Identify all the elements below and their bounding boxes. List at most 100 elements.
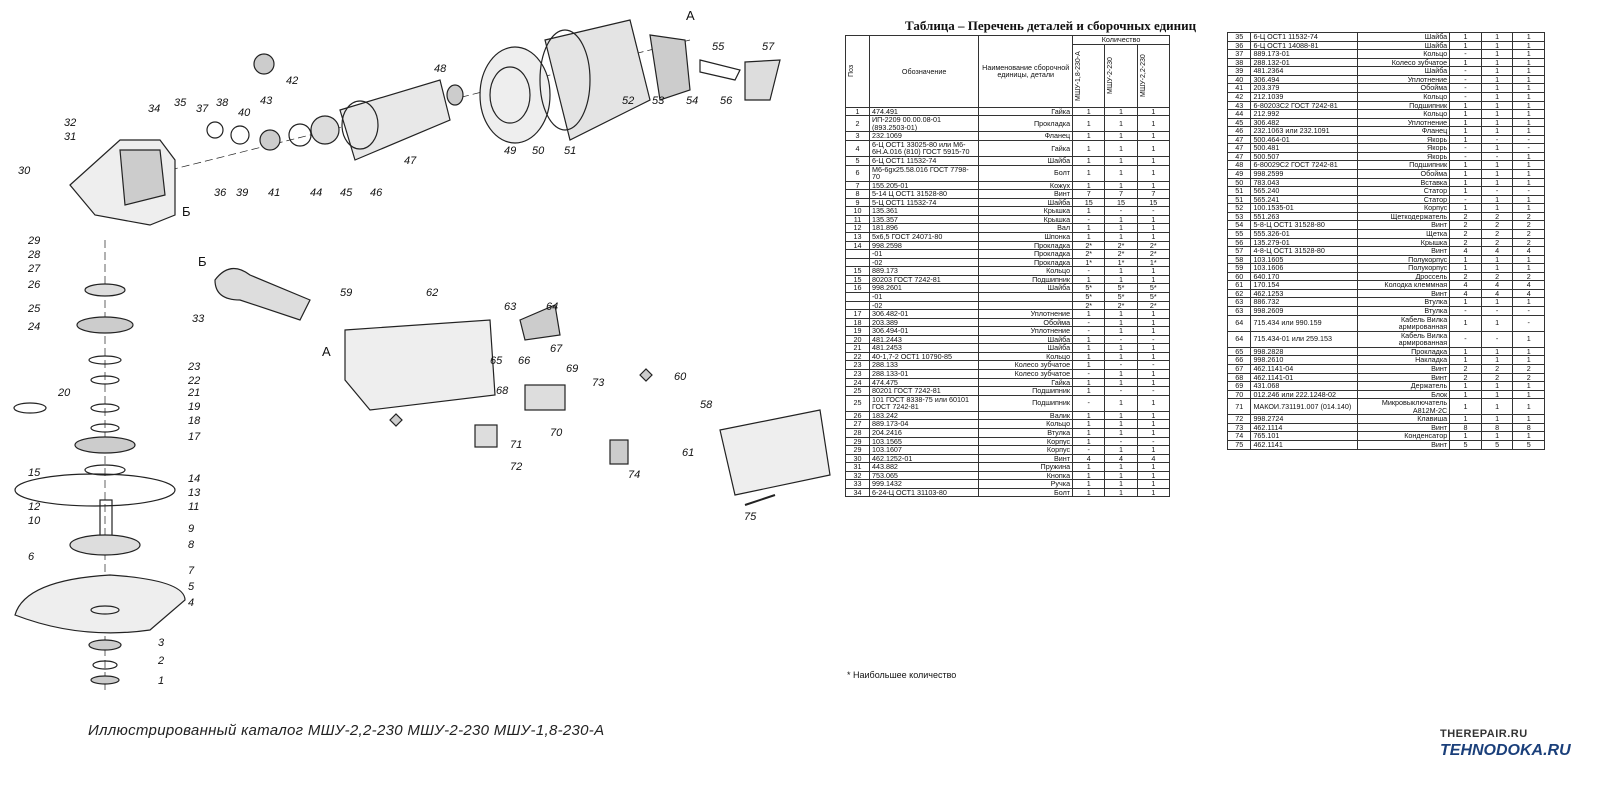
callout-48: 48	[434, 63, 447, 75]
row-name: Шайба	[978, 343, 1074, 353]
row-designation: 103.1607	[868, 445, 980, 455]
callout-49: 49	[504, 145, 516, 157]
row-pos: 74	[1226, 431, 1252, 441]
row-pos: 53	[1226, 211, 1252, 222]
row-designation: 462.1252-01	[868, 453, 980, 464]
row-name: Колодка клеммная	[1357, 280, 1451, 290]
row-qty-model-2: 1	[1480, 346, 1514, 357]
row-pos: 24	[845, 377, 870, 388]
row-name: Колесо зубчатое	[1357, 57, 1451, 68]
row-name: Фланец	[978, 131, 1074, 141]
row-pos: 70	[1226, 389, 1252, 400]
callout-8: 8	[188, 539, 195, 551]
callout-15: 15	[28, 467, 41, 479]
row-name: Винт	[1357, 288, 1451, 299]
row-qty-model-3: 2*	[1136, 240, 1171, 251]
row-designation: 431.068	[1250, 381, 1359, 391]
row-qty-model-2: 1	[1480, 203, 1514, 213]
row-qty-model-3: 1	[1136, 427, 1171, 438]
row-qty-model-1: 2*	[1072, 249, 1106, 259]
row-designation: 715.434 или 990.159	[1250, 314, 1359, 332]
row-qty-model-1: 2	[1449, 372, 1482, 383]
row-name: Уплотнение	[978, 309, 1074, 319]
row-pos: 7	[845, 180, 870, 191]
row-name: Статор	[1357, 194, 1451, 205]
row-qty-model-2: 1	[1104, 343, 1138, 353]
row-name: Втулка	[1357, 297, 1451, 307]
callout-32: 32	[64, 117, 76, 129]
row-pos: 43	[1226, 100, 1252, 111]
row-qty-model-3: 2	[1512, 228, 1545, 239]
callout-64: 64	[546, 301, 558, 313]
row-qty-model-3: -	[1512, 306, 1545, 316]
row-qty-model-1: 1	[1072, 351, 1106, 362]
row-designation: ИП-2209 00.00.08-01 (893.2503-01)	[868, 115, 980, 133]
callout-7: 7	[188, 565, 195, 577]
row-pos: 6	[845, 164, 870, 182]
row-pos: 47	[1226, 151, 1252, 162]
row-qty-model-2: 1	[1480, 169, 1514, 179]
row-pos: 11	[845, 214, 870, 225]
row-qty-model-1: 2*	[1072, 240, 1106, 251]
row-qty-model-3: 1	[1136, 410, 1171, 421]
row-name: Втулка	[1357, 306, 1451, 316]
row-designation: 203.379	[1250, 83, 1359, 93]
row-qty-model-3: 1	[1136, 394, 1171, 412]
row-name: Кольцо	[1357, 49, 1451, 59]
catalog-caption: Иллюстрированный каталог МШУ-2,2-230 МШУ…	[88, 722, 605, 739]
row-name: Щеткодержатель	[1357, 211, 1451, 222]
row-qty-model-1: 1	[1072, 343, 1106, 353]
row-pos: 68	[1226, 372, 1252, 383]
row-designation: -01	[868, 291, 980, 302]
row-qty-model-1: 1	[1072, 377, 1106, 388]
row-qty-model-2: 1	[1104, 462, 1138, 472]
callout-68: 68	[496, 385, 509, 397]
row-qty-model-1: 1	[1449, 32, 1482, 42]
row-name: Гайка	[978, 377, 1074, 388]
row-qty-model-3: 2	[1512, 211, 1545, 222]
row-pos: 49	[1226, 169, 1252, 179]
row-qty-model-2: 1	[1480, 40, 1514, 51]
row-name: Кольцо	[978, 266, 1074, 276]
row-designation: 500.481	[1250, 143, 1359, 153]
row-qty-model-3: 1	[1512, 254, 1545, 265]
row-qty-model-1: 4	[1449, 280, 1482, 290]
row-pos	[845, 249, 870, 259]
callout-24: 24	[27, 321, 40, 333]
row-qty-model-1: 1	[1449, 414, 1482, 424]
callout-59: 59	[340, 287, 352, 299]
row-qty-model-1: -	[1072, 214, 1106, 225]
row-pos: 8	[845, 189, 870, 199]
row-qty-model-3: -	[1136, 360, 1171, 370]
row-name: Дроссель	[1357, 271, 1451, 282]
row-name: Шайба	[978, 283, 1074, 293]
row-name: Вал	[978, 223, 1074, 233]
row-qty-model-2: 1*	[1104, 257, 1138, 268]
row-pos: 72	[1226, 414, 1252, 424]
row-name: Прокладка	[978, 240, 1074, 251]
row-qty-model-1: 1	[1072, 131, 1106, 141]
row-qty-model-2: 1	[1480, 263, 1514, 273]
row-designation: 6-Ц ОСТ1 14088-81	[1250, 40, 1359, 51]
row-name: Клавиша	[1357, 414, 1451, 424]
callout-58: 58	[700, 399, 713, 411]
callout-34: 34	[148, 103, 160, 115]
row-designation: 565.241	[1250, 194, 1359, 205]
row-qty-model-2: 1	[1480, 57, 1514, 68]
